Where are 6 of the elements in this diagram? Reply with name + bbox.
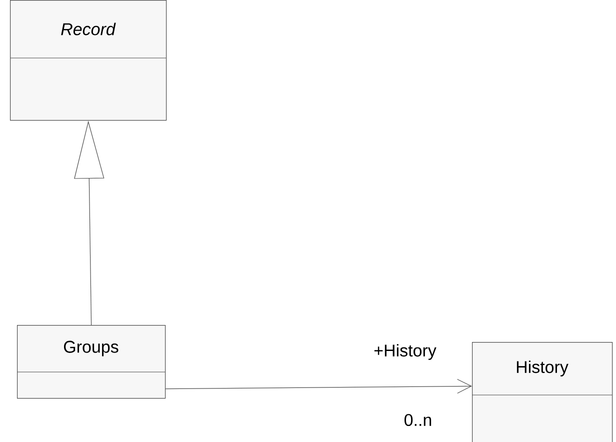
multiplicity-label: 0..n — [404, 414, 432, 426]
class-box: Groups — [16, 325, 166, 399]
class-box: History — [472, 342, 613, 442]
association-arrow — [165, 378, 472, 394]
role-name: +History — [374, 344, 436, 360]
class-box: Record — [10, 0, 167, 121]
